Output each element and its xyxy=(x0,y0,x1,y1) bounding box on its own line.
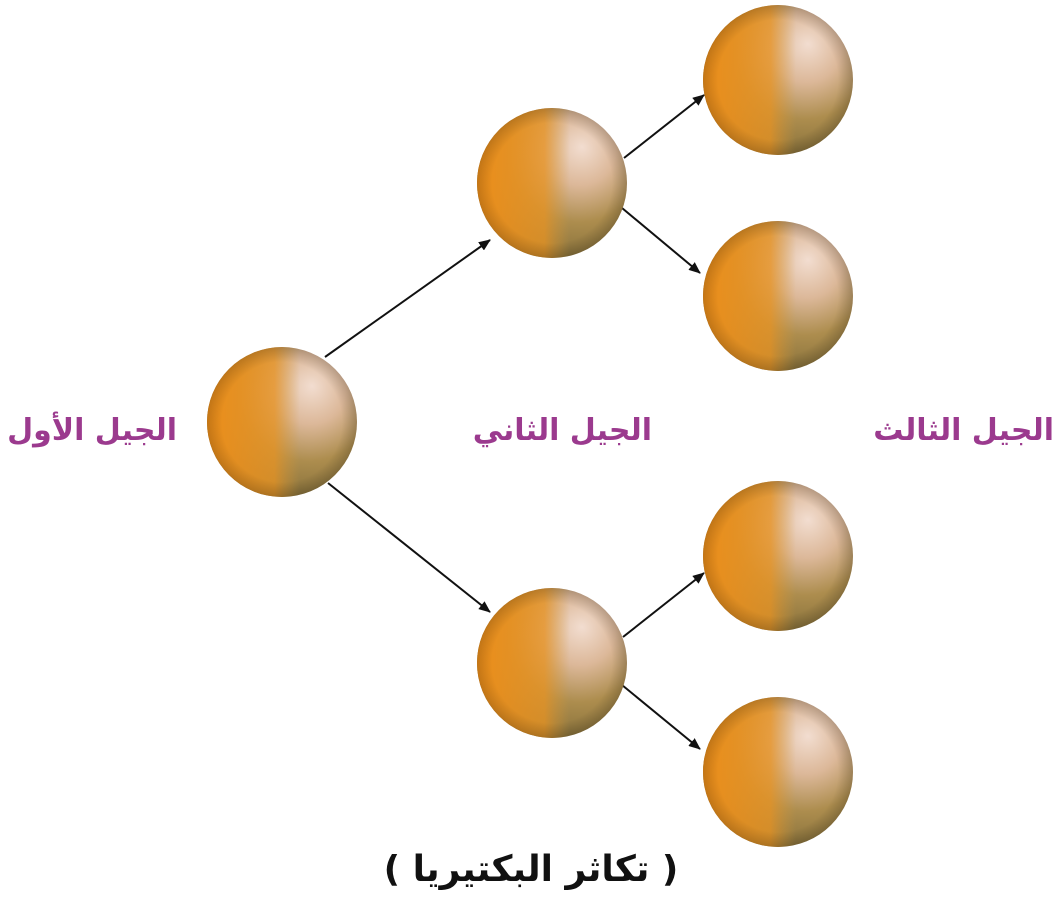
arrow-gen2-bottom-to-gen3-3 xyxy=(623,573,704,637)
generation-3-label: الجيل الثالث xyxy=(873,416,1054,446)
bacterium-sphere-icon xyxy=(703,697,853,847)
arrow-gen2-bottom-to-gen3-4 xyxy=(622,685,700,749)
arrow-gen2-top-to-gen3-1 xyxy=(624,95,704,158)
bacterium-sphere-icon xyxy=(703,221,853,371)
bacterium-sphere-icon xyxy=(477,108,627,258)
arrow-gen1-to-gen2-bottom xyxy=(328,483,490,612)
diagram-caption: ( تكاثر البكتيريا ) xyxy=(0,852,1062,888)
bacterium-sphere-icon xyxy=(477,588,627,738)
bacterium-sphere-icon xyxy=(703,481,853,631)
generation-1-label: الجيل الأول xyxy=(7,416,177,446)
arrow-gen1-to-gen2-top xyxy=(325,240,490,357)
bacterium-sphere-icon xyxy=(703,5,853,155)
generation-2-label: الجيل الثاني xyxy=(473,416,652,446)
arrow-gen2-top-to-gen3-2 xyxy=(622,208,700,273)
bacterium-sphere-icon xyxy=(207,347,357,497)
